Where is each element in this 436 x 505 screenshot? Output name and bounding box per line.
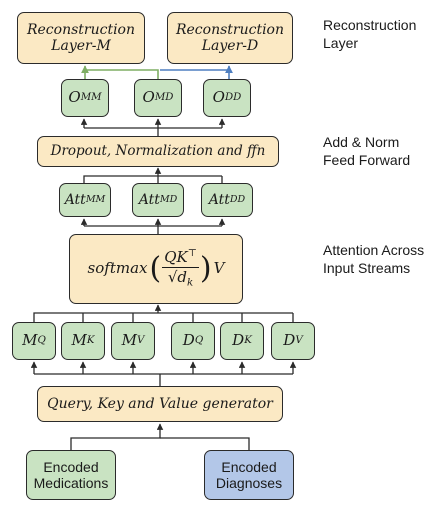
arrow-generator-to-qkv [34, 373, 293, 386]
output-omd-base: O [142, 88, 155, 107]
label-add-norm: Add & Norm Feed Forward [323, 134, 411, 169]
qkv-generator: Query, Key and Value generator [37, 386, 283, 422]
output-omm-base: O [68, 88, 81, 107]
softmax-v: V [213, 259, 225, 278]
output-odd-sub: DD [224, 92, 242, 104]
softmax-den: d [177, 268, 188, 287]
attention-mm-sub: MM [85, 193, 106, 205]
qkv-dv-base: D [283, 331, 296, 350]
softmax-den-sub: k [187, 278, 194, 290]
qkv-mk-base: M [71, 331, 87, 350]
arrow-dropout-to-outputs [84, 127, 222, 136]
softmax-transpose: ⊤ [187, 248, 197, 260]
qkv-dk-sub: K [244, 335, 252, 347]
label-attention-across: Attention Across Input Streams [323, 242, 425, 277]
qkv-dk-base: D [232, 331, 245, 350]
qkv-dv-sub: V [295, 335, 303, 347]
qkv-mq-base: M [22, 331, 38, 350]
attention-dd-sub: DD [229, 193, 246, 205]
arrow-qkv-to-softmax [33, 312, 294, 322]
softmax-num: QK [164, 248, 188, 267]
qkv-mv-base: M [121, 331, 137, 350]
attention-md-base: Att [138, 191, 160, 208]
reconstruction-layer-d: Reconstruction Layer-D [167, 12, 293, 64]
attention-dd-base: Att [208, 191, 230, 208]
output-odd-base: O [212, 88, 225, 107]
softmax-attention-formula: softmax ( QK⊤ √dk ) V [69, 234, 243, 304]
softmax-numerator: QK⊤ [162, 248, 199, 269]
softmax-fraction: QK⊤ √dk [162, 248, 199, 290]
output-omm-sub: MM [80, 92, 102, 104]
output-omd-sub: MD [154, 92, 174, 104]
qkv-mv-sub: V [137, 335, 145, 347]
encoded-medications: Encoded Medications [26, 450, 116, 500]
qkv-mk-sub: K [86, 335, 95, 347]
dropout-normalization-ffn: Dropout, Normalization and ffn [37, 136, 279, 167]
qkv-mq-sub: Q [37, 335, 46, 347]
arrow-softmax-to-attention [84, 225, 222, 234]
softmax-fn: softmax [87, 259, 148, 278]
qkv-dq-base: D [182, 331, 195, 350]
label-reconstruction-layer: Reconstruction Layer [323, 17, 417, 52]
arrow-diagnoses-to-generator [160, 437, 250, 450]
reconstruction-layer-m: Reconstruction Layer-M [17, 12, 145, 64]
encoded-diagnoses: Encoded Diagnoses [204, 450, 294, 500]
qkv-dq-sub: Q [194, 335, 204, 347]
attention-md-sub: MD [159, 193, 178, 205]
arrow-medications-to-generator [70, 423, 164, 450]
attention-mm-base: Att [64, 191, 86, 208]
arrow-attention-to-dropout [83, 175, 223, 183]
softmax-denominator: √dk [167, 267, 194, 290]
arrow-omd-to-layer-m [87, 69, 159, 79]
